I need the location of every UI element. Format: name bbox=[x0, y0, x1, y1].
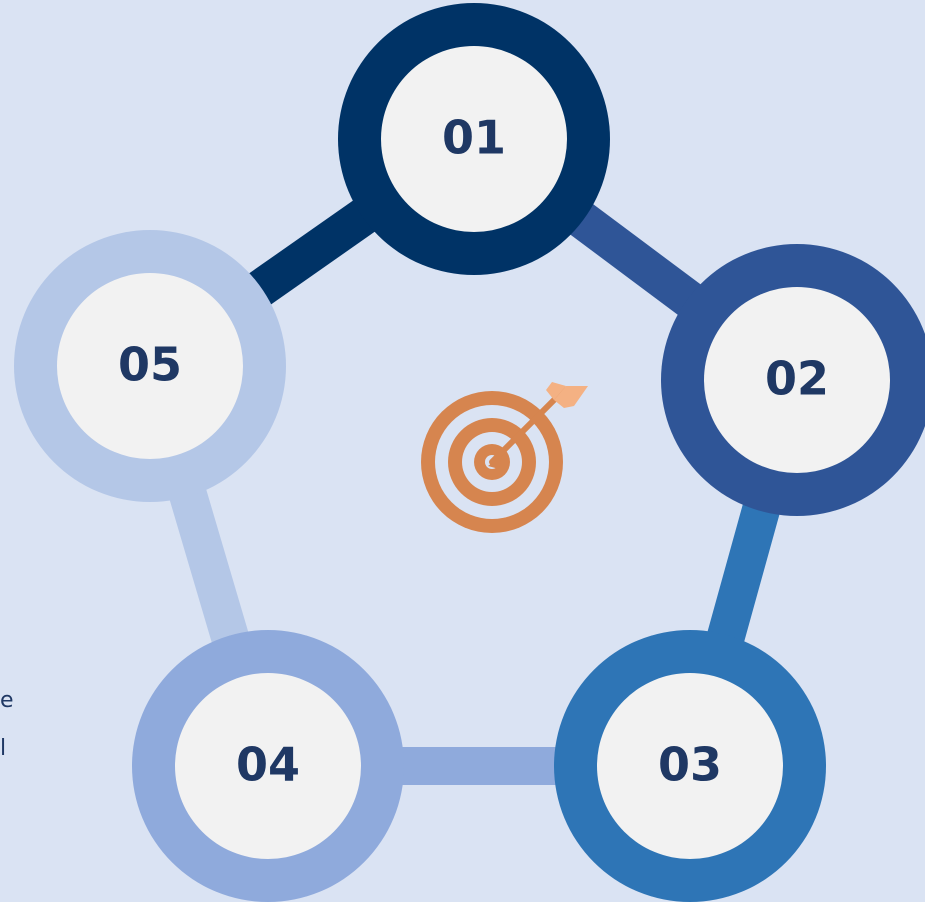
node-05: 05 bbox=[14, 230, 286, 502]
node-03-center bbox=[597, 673, 783, 859]
node-03: 03 bbox=[554, 630, 826, 902]
node-02-center bbox=[704, 287, 890, 473]
side-text-line1: e bbox=[0, 688, 14, 713]
node-05-center bbox=[57, 273, 243, 459]
node-01-label: 01 bbox=[442, 111, 506, 165]
node-02: 02 bbox=[661, 244, 925, 516]
node-04: 04 bbox=[132, 630, 404, 902]
node-01-center bbox=[381, 46, 567, 232]
node-04-label: 04 bbox=[236, 738, 300, 792]
target-arrow-icon bbox=[421, 382, 588, 533]
nodes: 01 02 03 04 05 bbox=[14, 3, 925, 902]
node-02-label: 02 bbox=[765, 352, 829, 406]
node-03-label: 03 bbox=[658, 738, 722, 792]
node-01: 01 bbox=[338, 3, 610, 275]
node-04-center bbox=[175, 673, 361, 859]
side-text-line2: l bbox=[0, 736, 7, 761]
node-05-label: 05 bbox=[118, 338, 182, 392]
